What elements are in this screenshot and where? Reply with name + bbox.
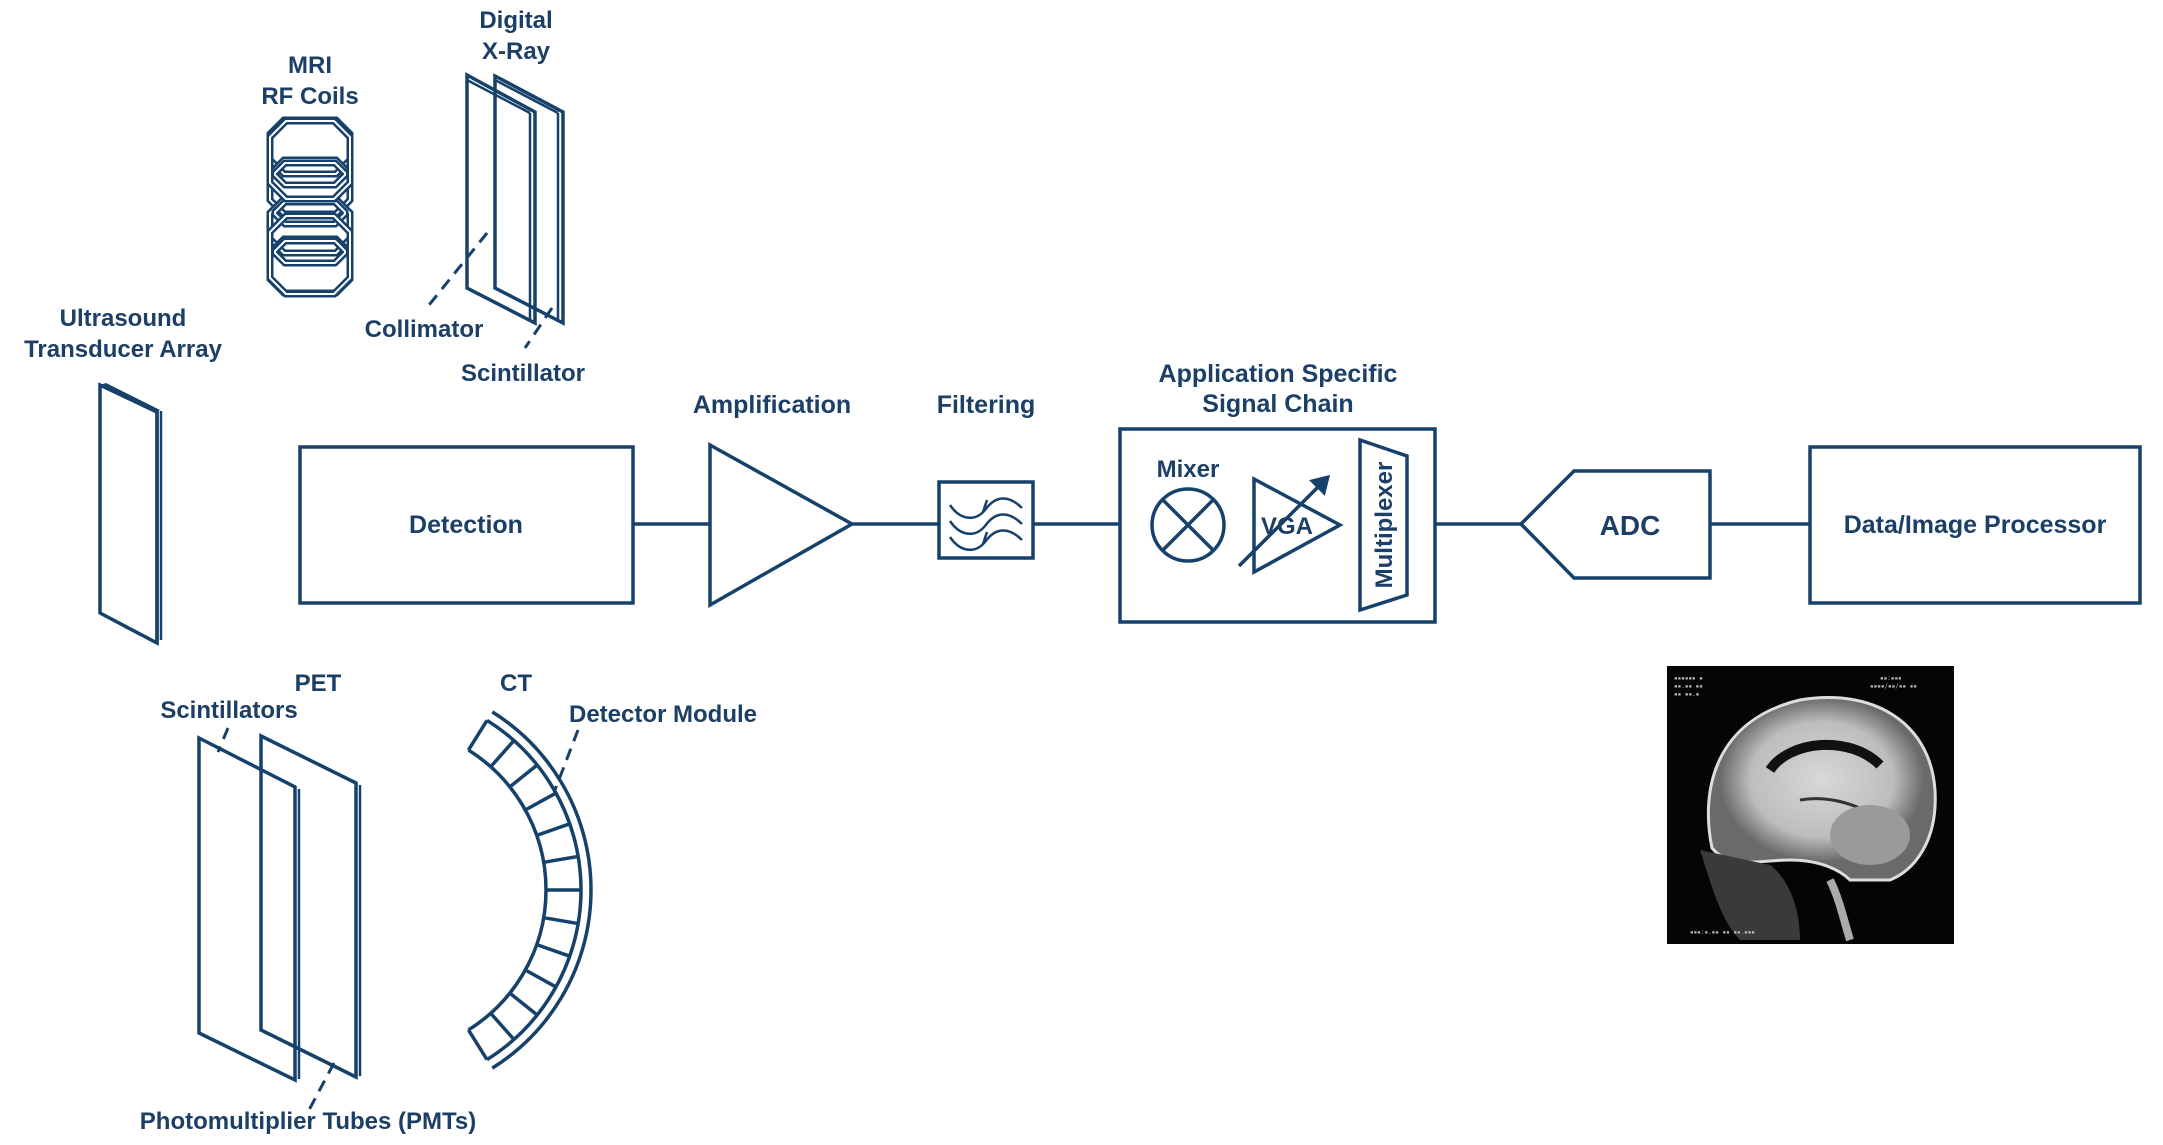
ct-detector-leader	[553, 729, 580, 791]
ct-module-divider	[508, 763, 539, 789]
ct-module-divider	[466, 1029, 489, 1061]
mri-title-line1: MRI	[288, 52, 332, 79]
xray-title-line1: Digital	[479, 7, 552, 34]
rf-coils-icon	[266, 116, 354, 298]
ct-outer-arc	[491, 710, 593, 1070]
mri-title-line2: RF Coils	[261, 83, 358, 110]
collimator-leader	[423, 232, 489, 311]
filtering-block[interactable]: Filtering	[937, 391, 1036, 560]
pet-scintillators-label: Scintillators	[160, 697, 297, 724]
ct-group: CT Detector Module	[466, 670, 757, 1070]
ct-module-divider	[543, 854, 579, 865]
scintillator-label: Scintillator	[461, 360, 585, 387]
svg-text:▪▪.▪▪ ▪▪: ▪▪.▪▪ ▪▪	[1674, 683, 1703, 690]
ct-module-divider	[536, 942, 571, 958]
assc-box[interactable]	[1118, 427, 1437, 624]
amplifier-triangle-icon[interactable]	[708, 442, 856, 609]
xray-title-line2: X-Ray	[482, 38, 551, 65]
adc-label: ADC	[1600, 510, 1661, 541]
digital-xray-group: Digital X-Ray Collimator Scintillator	[365, 7, 585, 387]
detection-label: Detection	[409, 511, 523, 539]
collimator-label: Collimator	[365, 316, 484, 343]
pmts-leader	[307, 1062, 336, 1111]
filter-box[interactable]	[937, 480, 1035, 560]
ct-module-divider	[524, 968, 557, 989]
amplification-label: Amplification	[693, 391, 851, 419]
ct-title: CT	[500, 670, 532, 697]
assc-title-line1: Application Specific	[1159, 360, 1398, 388]
ct-detector-module-label: Detector Module	[569, 701, 757, 728]
ct-detector-arc-icon	[466, 710, 593, 1070]
scintillator-leader	[523, 307, 554, 349]
ultrasound-title-line2: Transducer Array	[24, 336, 223, 363]
multiplexer-icon[interactable]: Multiplexer	[1358, 437, 1409, 613]
assc-block[interactable]: Application Specific Signal Chain Mixer …	[1118, 360, 1437, 624]
mixer-label: Mixer	[1157, 456, 1220, 483]
svg-text:▪▪▪▪/▪▪/▪▪ ▪▪: ▪▪▪▪/▪▪/▪▪ ▪▪	[1870, 683, 1917, 690]
detection-box[interactable]	[298, 445, 635, 605]
vga-icon[interactable]: VGA	[1237, 474, 1344, 575]
mri-rf-coils-group: MRI RF Coils	[261, 52, 359, 298]
vga-label: VGA	[1261, 513, 1313, 540]
amplification-block[interactable]: Amplification	[693, 391, 856, 609]
adc-shape[interactable]	[1518, 469, 1712, 580]
ct-module-divider	[489, 739, 516, 768]
ct-module-divider	[508, 991, 539, 1017]
assc-title-line2: Signal Chain	[1202, 390, 1353, 418]
svg-text:▪▪▪▪▪▪ ▪: ▪▪▪▪▪▪ ▪	[1674, 675, 1703, 682]
pet-group: PET Scintillators Photomultiplier Tubes …	[140, 670, 476, 1135]
ultrasound-title-line1: Ultrasound	[60, 305, 187, 332]
ct-inner-arc	[467, 748, 548, 1032]
pmts-label: Photomultiplier Tubes (PMTs)	[140, 1108, 476, 1135]
mri-scan-image: ▪▪▪▪▪▪ ▪ ▪▪.▪▪ ▪▪ ▪▪ ▪▪.▪ ▪▪:▪▪▪ ▪▪▪▪/▪▪…	[1667, 666, 1954, 944]
bandpass-filter-icon	[948, 497, 1023, 551]
ct-module-divider	[524, 791, 557, 812]
processor-label: Data/Image Processor	[1844, 511, 2107, 539]
ultrasound-group: Ultrasound Transducer Array	[24, 305, 223, 646]
adc-block[interactable]: ADC	[1518, 469, 1712, 580]
ct-module-divider	[466, 719, 489, 751]
pet-title: PET	[295, 670, 342, 697]
ct-module-divider	[489, 1012, 516, 1041]
ct-module-divider	[543, 915, 579, 926]
pet-detector-panels-icon	[197, 733, 362, 1083]
svg-text:▪▪ ▪▪.▪: ▪▪ ▪▪.▪	[1674, 691, 1699, 698]
xray-panels-icon	[465, 72, 565, 326]
filtering-label: Filtering	[937, 391, 1036, 419]
processor-block[interactable]: Data/Image Processor	[1808, 445, 2142, 605]
processor-box[interactable]	[1808, 445, 2142, 605]
detection-block[interactable]: Detection	[298, 445, 635, 605]
mixer-icon[interactable]	[1150, 487, 1226, 563]
ct-module-divider	[536, 822, 571, 838]
transducer-array-icon	[98, 382, 163, 646]
multiplexer-label: Multiplexer	[1371, 462, 1398, 589]
svg-text:▪▪▪:▪.▪▪ ▪▪ ▪▪.▪▪▪: ▪▪▪:▪.▪▪ ▪▪ ▪▪.▪▪▪	[1690, 929, 1755, 936]
svg-text:▪▪:▪▪▪: ▪▪:▪▪▪	[1880, 675, 1902, 682]
